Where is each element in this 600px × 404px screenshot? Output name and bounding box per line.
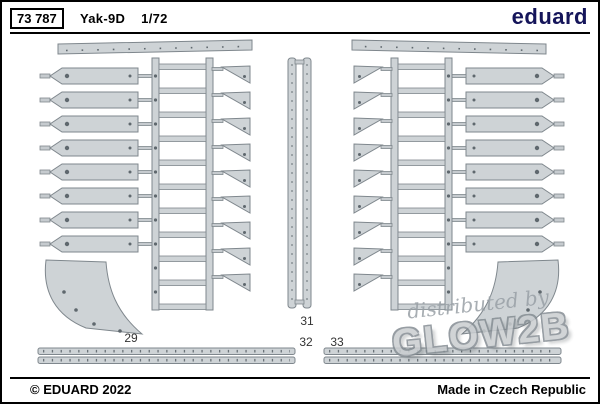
strip-part-33 — [323, 347, 562, 364]
eduard-logo: eduard — [511, 4, 588, 29]
part-label-32: 32 — [299, 335, 313, 349]
copyright-text: © EDUARD 2022 — [30, 382, 132, 397]
product-title: Yak-9D 1/72 — [80, 11, 168, 26]
strip-part-32 — [37, 347, 296, 364]
part-label-31: 31 — [300, 314, 314, 328]
part-label-29: 29 — [124, 331, 138, 345]
right-flap-assembly — [352, 40, 564, 334]
catalog-number-box: 73 787 — [10, 8, 64, 29]
kit-name: Yak-9D — [80, 11, 126, 26]
kit-scale: 1/72 — [141, 11, 168, 26]
part-label-33: 33 — [330, 335, 344, 349]
fold-strips-part-31 — [287, 57, 312, 309]
catalog-number: 73 787 — [17, 11, 57, 26]
made-in-text: Made in Czech Republic — [437, 382, 586, 397]
left-flap-assembly-part-29 — [40, 40, 252, 334]
footer-divider — [10, 377, 590, 379]
header-divider — [10, 32, 590, 34]
